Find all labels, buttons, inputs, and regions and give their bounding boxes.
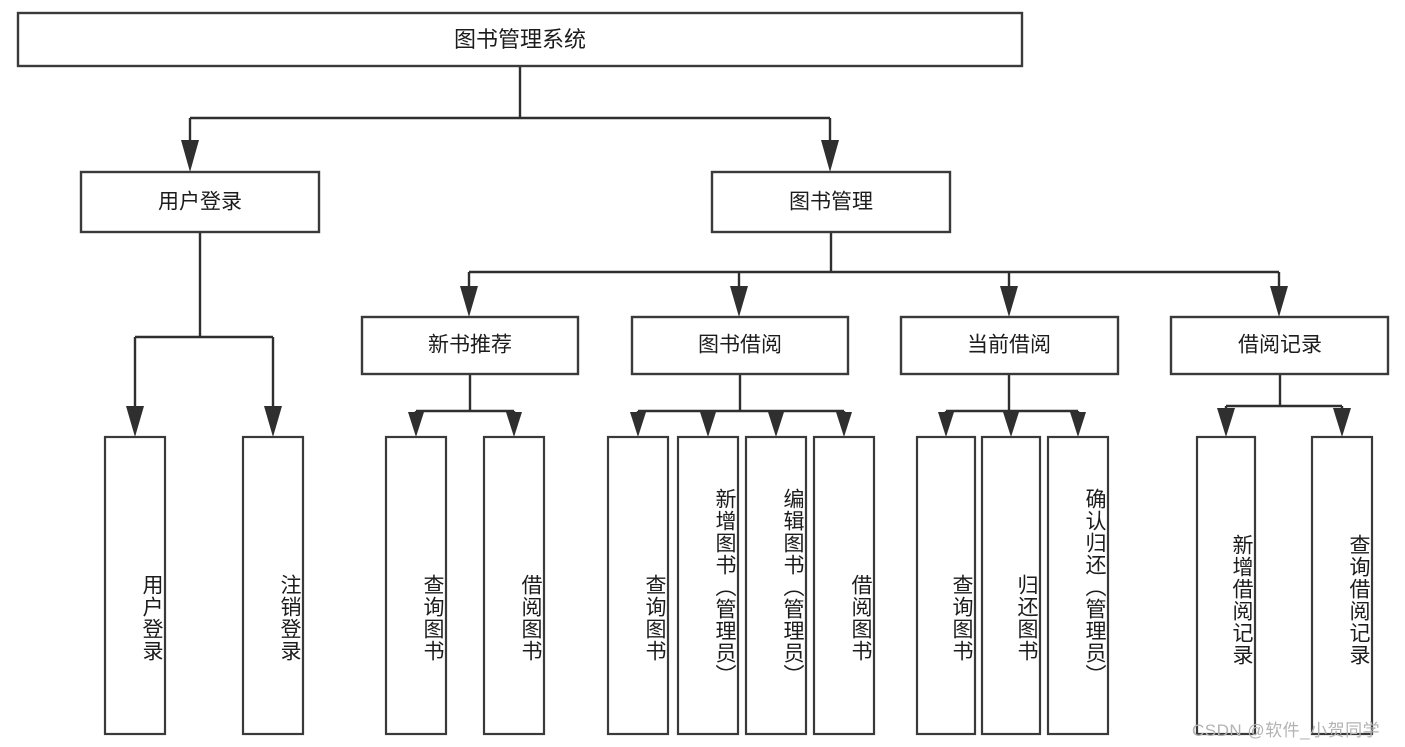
- leaf-box-bb-query-book[interactable]: [606, 435, 670, 736]
- node-new-book-rec[interactable]: 新书推荐: [360, 315, 580, 376]
- leaf-box-bb-borrow-book[interactable]: [812, 435, 876, 736]
- leaf-box-group: [103, 435, 1374, 736]
- node-user-login-label: 用户登录: [158, 191, 242, 214]
- arrow-head-book-manage: [821, 140, 839, 172]
- node-book-borrow-box[interactable]: [630, 315, 850, 376]
- arrow-head-bb-query-book: [630, 412, 646, 437]
- node-book-manage[interactable]: 图书管理: [710, 170, 952, 234]
- arrow-head-rec-query-book: [408, 412, 424, 437]
- leaf-box-cb-query-book[interactable]: [915, 435, 977, 736]
- node-user-login-box[interactable]: [79, 170, 321, 234]
- node-new-book-rec-box[interactable]: [360, 315, 580, 376]
- node-new-book-rec-label: 新书推荐: [428, 334, 512, 357]
- arrow-head-rec-borrow-book: [506, 412, 522, 437]
- arrow-head-bb-borrow-book: [836, 412, 852, 437]
- arrow-head-new-book-rec: [460, 286, 478, 317]
- leaf-box-bb-edit-book[interactable]: [744, 435, 808, 736]
- node-borrow-record-label: 借阅记录: [1238, 334, 1322, 357]
- arrow-head-cb-return-book: [1003, 412, 1019, 437]
- arrow-head-br-add-record: [1217, 408, 1235, 437]
- arrow-head-current-borrow: [1000, 286, 1018, 317]
- leaf-box-cb-return-book[interactable]: [980, 435, 1042, 736]
- leaf-box-user-logout[interactable]: [241, 435, 305, 736]
- node-current-borrow-box[interactable]: [899, 315, 1120, 376]
- leaf-box-cb-confirm-return[interactable]: [1046, 435, 1110, 736]
- node-root-box[interactable]: [16, 11, 1024, 68]
- arrow-head-bb-add-book: [700, 412, 716, 437]
- arrow-head-leaf-user-logout: [264, 406, 282, 437]
- arrow-head-borrow-record: [1270, 286, 1288, 317]
- csdn-watermark: CSDN @软件_小贺同学: [1192, 721, 1381, 740]
- node-current-borrow-label: 当前借阅: [967, 334, 1051, 357]
- node-user-login[interactable]: 用户登录: [79, 170, 321, 234]
- leaf-box-br-add-record[interactable]: [1195, 435, 1257, 736]
- arrow-head-bb-edit-book: [768, 412, 784, 437]
- leaf-box-rec-query-book[interactable]: [384, 435, 448, 736]
- node-root[interactable]: 图书管理系统: [16, 11, 1024, 68]
- node-book-manage-box[interactable]: [710, 170, 952, 234]
- node-root-label: 图书管理系统: [454, 27, 586, 52]
- arrow-head-leaf-user-login: [126, 406, 144, 437]
- node-book-manage-label: 图书管理: [789, 191, 873, 214]
- arrow-head-cb-confirm-return: [1070, 412, 1086, 437]
- node-book-borrow-label: 图书借阅: [698, 334, 782, 357]
- node-borrow-record-box[interactable]: [1169, 315, 1390, 376]
- connector-group: [126, 66, 1351, 437]
- node-book-borrow[interactable]: 图书借阅: [630, 315, 850, 376]
- arrow-head-br-query-record: [1333, 408, 1351, 437]
- leaf-box-rec-borrow-book[interactable]: [482, 435, 546, 736]
- arrow-head-cb-query-book: [938, 412, 954, 437]
- arrow-head-user-login: [181, 140, 199, 172]
- leaf-box-br-query-record[interactable]: [1310, 435, 1374, 736]
- node-borrow-record[interactable]: 借阅记录: [1169, 315, 1390, 376]
- leaf-box-bb-add-book[interactable]: [676, 435, 740, 736]
- leaf-box-user-login[interactable]: [103, 435, 167, 736]
- node-current-borrow[interactable]: 当前借阅: [899, 315, 1120, 376]
- arrow-head-book-borrow: [730, 286, 748, 317]
